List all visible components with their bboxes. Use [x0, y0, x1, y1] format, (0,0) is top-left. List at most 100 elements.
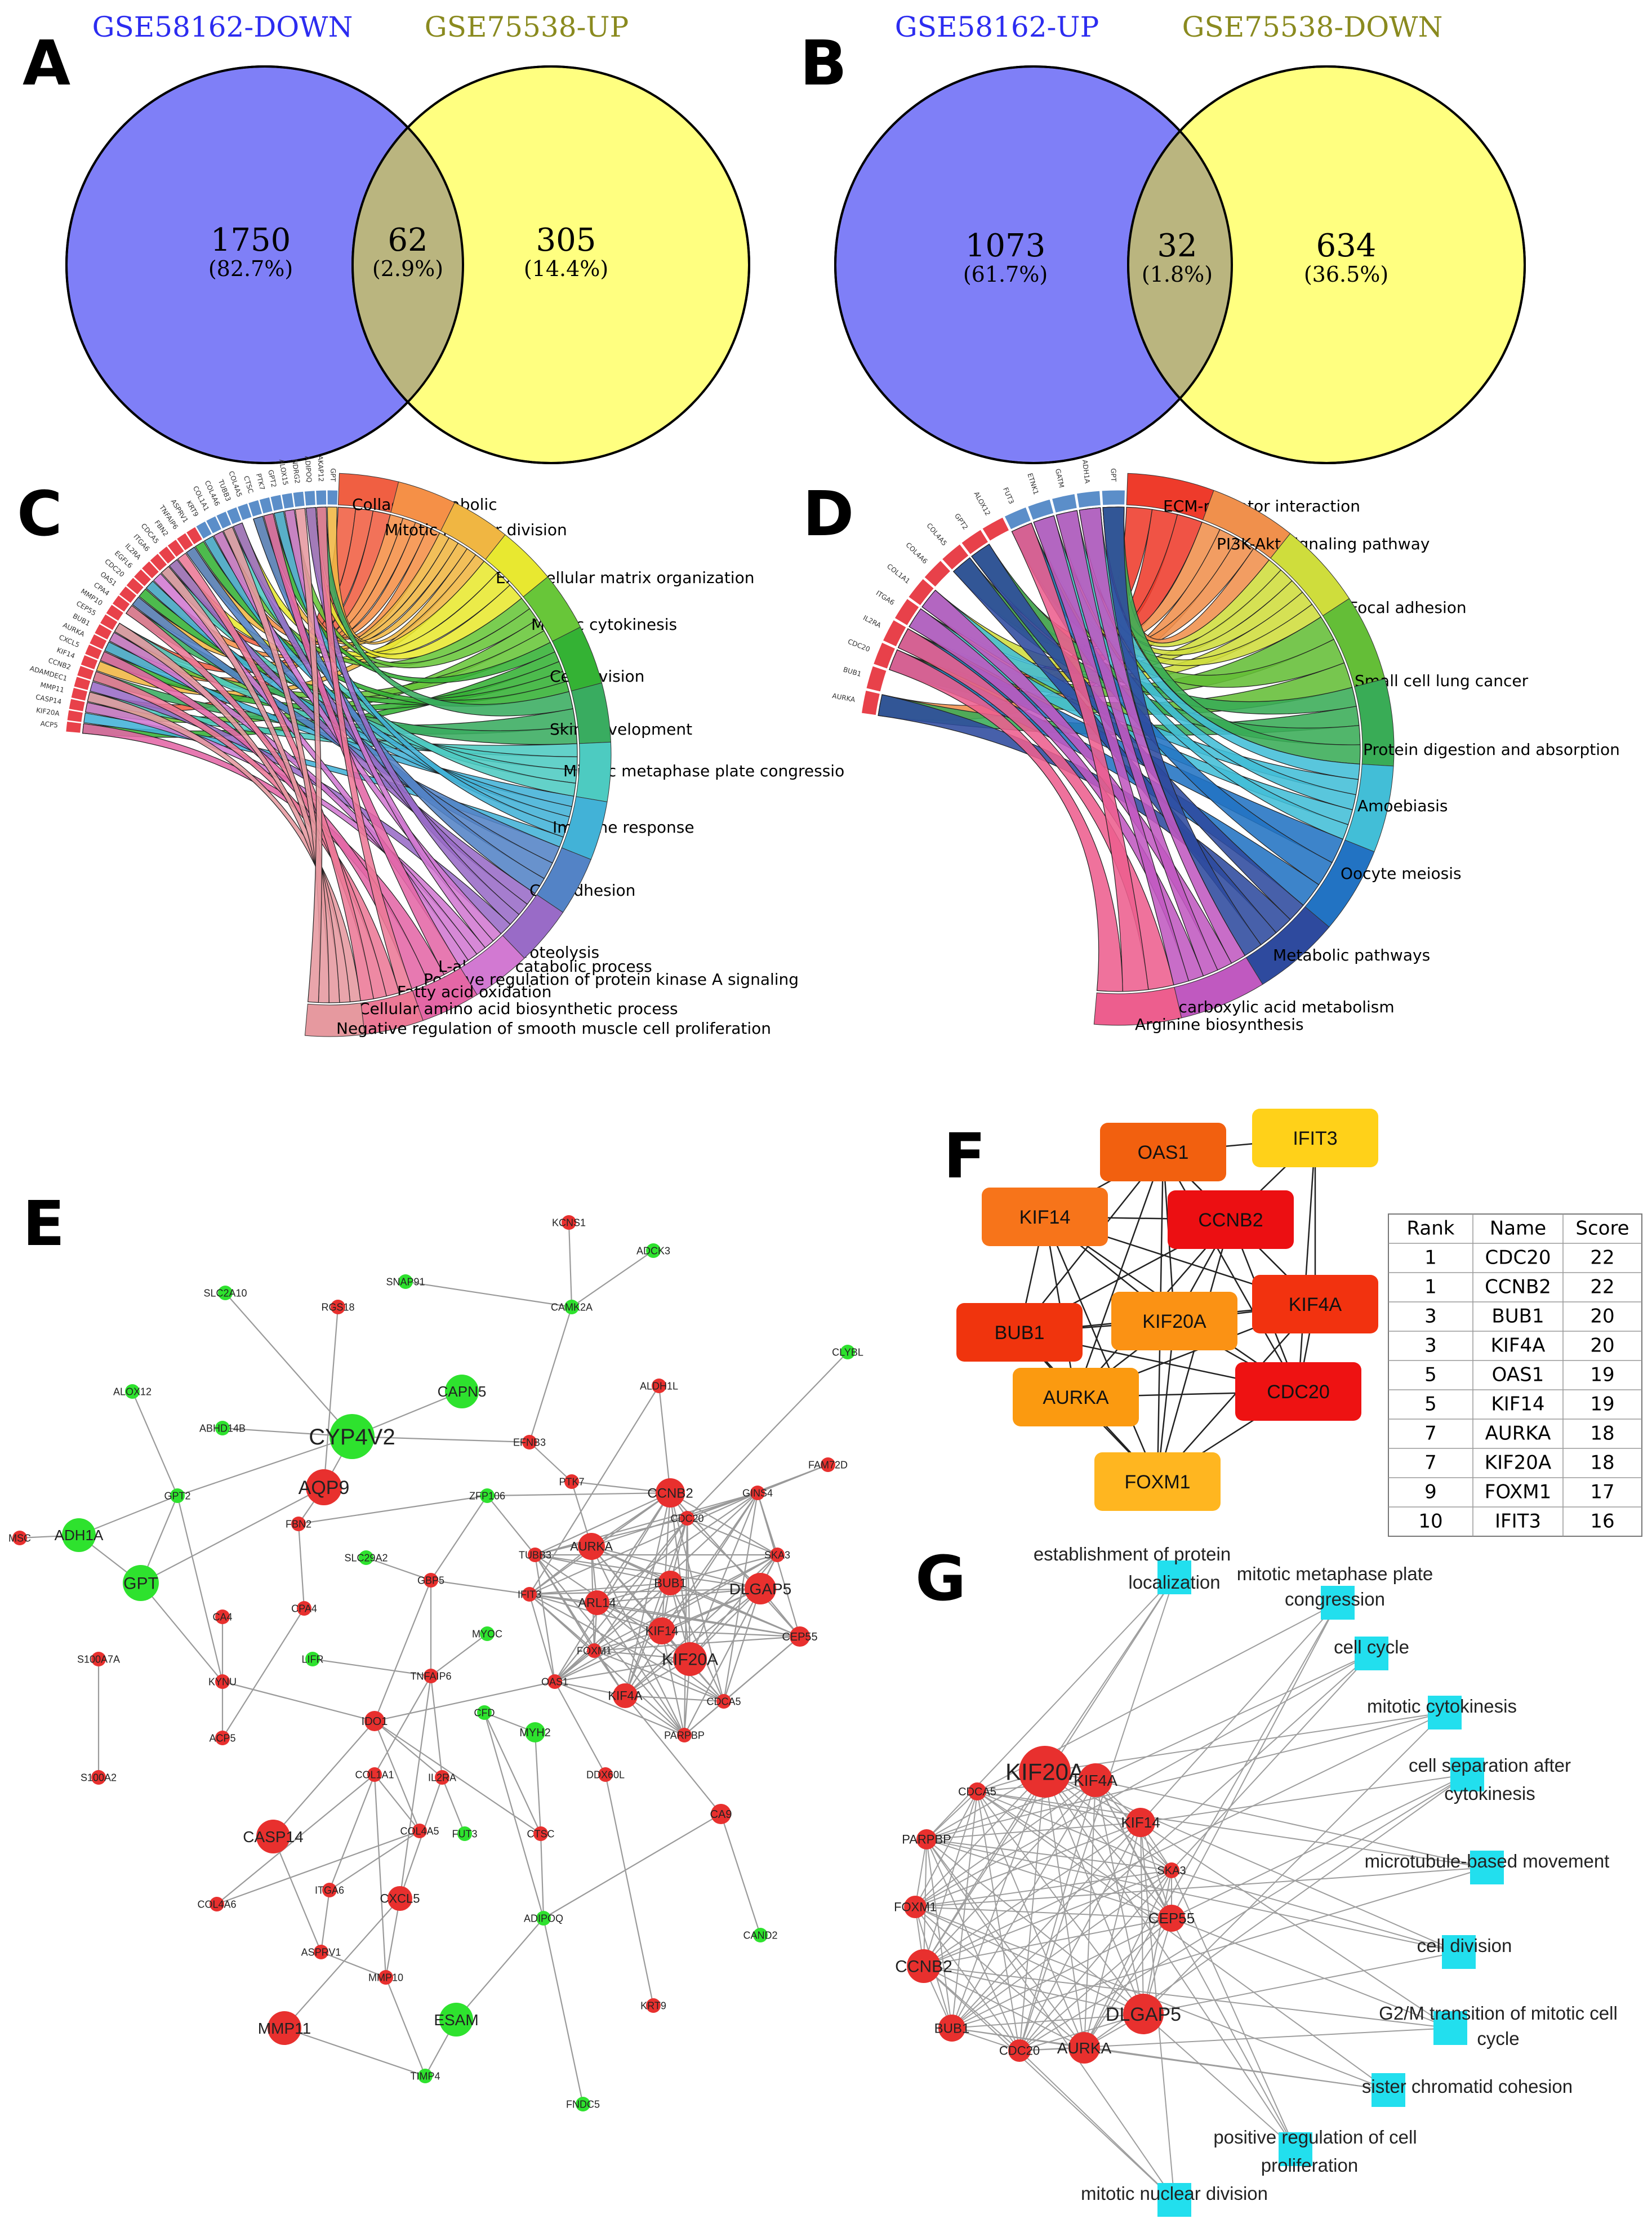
ppi-node-label: TIMP4 [410, 2070, 440, 2082]
ppi-node-label: SLC2A10 [203, 1287, 247, 1299]
table-header: Rank [1407, 1217, 1455, 1239]
ppi-node [218, 1286, 233, 1300]
ppi-node [477, 1705, 492, 1720]
chord-d-term-label: Oocyte meiosis [1341, 864, 1462, 883]
ppi-node-label: MMP11 [258, 2020, 311, 2037]
chord-c-gene-arc [149, 553, 168, 572]
ppi-edge [284, 1898, 400, 2029]
venn-a-left-title: GSE58162-DOWN [92, 11, 353, 43]
table-cell: 16 [1590, 1510, 1614, 1532]
ppi-edge [723, 1492, 759, 1702]
chord-d-term-arc [1093, 986, 1182, 1026]
ppi-edge [366, 1557, 431, 1581]
ppi-edge [571, 1250, 654, 1308]
chord-c-gene-arc [167, 539, 185, 558]
ppi-edge [571, 1480, 671, 1494]
chord-d-gene-arc [1076, 490, 1101, 509]
chord-c-gene-arc [216, 510, 232, 530]
panel-b: B GSE58162-UP GSE75538-DOWN 1073 (61.7%)… [800, 11, 1526, 464]
go-gene-node [968, 1782, 986, 1800]
chord-c-gene-arc [118, 585, 137, 604]
ppi-edge [528, 1594, 556, 1682]
go-term-edge [951, 1867, 1488, 2029]
ppi-node [256, 1820, 290, 1853]
go-term-edge [1171, 1870, 1296, 2150]
table-cell: KIF4A [1491, 1334, 1546, 1357]
ppi-edge [483, 1712, 545, 1919]
ppi-edge [399, 1675, 432, 1899]
ppi-node-label: MYOC [472, 1628, 502, 1639]
ppi-node-label: CAMK2A [551, 1301, 593, 1313]
table-header: Name [1490, 1217, 1546, 1239]
chord-d-ribbon [1079, 507, 1246, 964]
go-term-node [1279, 2132, 1312, 2166]
ppi-node [367, 1767, 382, 1782]
ppi-edge [374, 1774, 420, 1831]
ppi-node-label: COL1A1 [355, 1769, 394, 1780]
table-cell: CCNB2 [1485, 1275, 1551, 1298]
ppi-node-label: CYP4V2 [309, 1425, 395, 1450]
table-cell: 7 [1424, 1451, 1437, 1474]
go-gene-edge [915, 1906, 1172, 1919]
ppi-node-label: KCNS1 [552, 1217, 586, 1228]
go-term-node [1442, 1935, 1476, 1969]
chord-d-gene-arc [941, 544, 969, 571]
go-gene-label: CDCA5 [958, 1786, 996, 1798]
go-term-edge [1171, 1602, 1338, 1919]
hub-node [1094, 1452, 1221, 1511]
go-term-edge [1044, 1712, 1445, 1772]
go-gene-edge [977, 1791, 1144, 2015]
chord-d-gene-arc [908, 578, 934, 606]
ppi-node-label: CDC20 [670, 1513, 703, 1524]
chord-c-gene-arc [281, 492, 295, 509]
ppi-node [646, 1998, 661, 2013]
go-term-label: sister chromatid cohesion [1362, 2076, 1573, 2097]
chord-c-gene-arc [84, 644, 103, 660]
ppi-node-label: SKA3 [764, 1549, 790, 1560]
chord-d-gene-arc [1004, 506, 1032, 530]
go-gene-label: KIF14 [1121, 1814, 1160, 1831]
ppi-edge [687, 1351, 848, 1519]
ppi-node-label: KRT9 [640, 2000, 666, 2011]
hub-node [1111, 1292, 1237, 1350]
ppi-node [745, 1573, 776, 1604]
go-gene-edge [1084, 1870, 1172, 2048]
go-gene-edge [1140, 1822, 1172, 1919]
chord-d-gene-arc [1051, 493, 1077, 514]
chord-c-gene-arc [105, 604, 124, 622]
ppi-node-label: KIF4A [608, 1689, 642, 1703]
ppi-edge [430, 1495, 488, 1581]
go-gene-edge [923, 1780, 1096, 1967]
panel-g: G KIF20AKIF4ACDCA5KIF14PARPBPSKA3FOXM1CE… [894, 1542, 1618, 2217]
ppi-node [268, 2011, 301, 2045]
ppi-edge [430, 1579, 530, 1595]
panel-d-letter: D [803, 478, 854, 550]
go-gene-edge [1095, 1780, 1144, 2015]
ppi-node [547, 1674, 562, 1689]
ppi-node-label: KYNU [208, 1676, 237, 1687]
ppi-edge [687, 1517, 778, 1556]
go-term-edge [1044, 1577, 1175, 1772]
ppi-node-label: OAS1 [541, 1676, 568, 1687]
venn-b-right-title: GSE75538-DOWN [1182, 11, 1443, 43]
table-frame [1388, 1213, 1642, 1537]
venn-b-overlap-pct: (1.8%) [1142, 262, 1213, 287]
ppi-node-label: CAND2 [743, 1929, 777, 1941]
ppi-edge [625, 1492, 758, 1696]
go-term-edge [1095, 1780, 1296, 2150]
ppi-node [457, 1826, 472, 1841]
panel-b-letter: B [800, 27, 847, 99]
table-cell: 5 [1424, 1393, 1437, 1415]
hub-node-label: KIF20A [1142, 1311, 1206, 1332]
ppi-node [215, 1609, 230, 1624]
go-gene-node [1079, 1763, 1112, 1797]
chord-c-term-label: Skin development [550, 720, 692, 739]
ppi-edge [373, 1774, 387, 1978]
chord-c-gene-arc [327, 490, 339, 505]
ppi-node-label: CDCA5 [706, 1696, 741, 1707]
ppi-node [585, 1590, 609, 1615]
go-term-edge [1084, 1602, 1338, 2048]
go-gene-edge [923, 1822, 1141, 1967]
ppi-node [91, 1770, 106, 1785]
